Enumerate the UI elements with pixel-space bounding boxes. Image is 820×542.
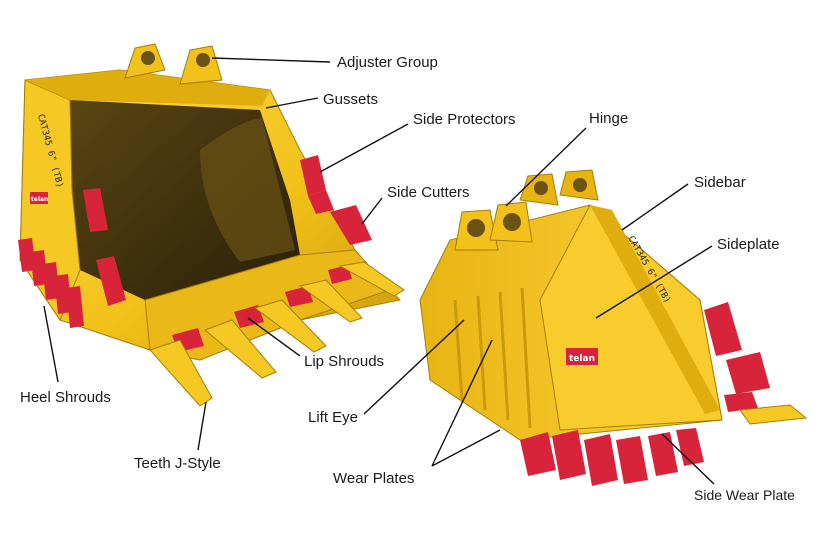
left-heel-shrouds bbox=[18, 238, 84, 328]
leader-adjuster-group bbox=[211, 57, 331, 63]
right-bottom-shrouds bbox=[520, 428, 704, 486]
leader-hinge bbox=[505, 127, 587, 207]
leader-lip-shrouds bbox=[247, 317, 301, 357]
left-brand-text: telan bbox=[31, 196, 48, 203]
leader-side-cutters bbox=[361, 197, 383, 225]
left-brand-badge bbox=[30, 192, 48, 204]
leader-side-protectors bbox=[319, 123, 409, 173]
leader-side-wear-plate bbox=[661, 433, 715, 485]
part-labels: Adjuster Group Gussets Side Protectors S… bbox=[20, 54, 795, 503]
leader-wear-plates-2 bbox=[431, 429, 501, 467]
label-wear-plates: Wear Plates bbox=[333, 470, 414, 487]
leader-sidebar bbox=[621, 183, 689, 231]
label-lip-shrouds: Lip Shrouds bbox=[304, 353, 384, 370]
left-lip-shrouds bbox=[172, 265, 352, 352]
label-side-wear-plate: Side Wear Plate bbox=[694, 487, 795, 503]
label-hinge: Hinge bbox=[589, 110, 628, 127]
adjuster-lugs bbox=[124, 43, 223, 85]
leader-gussets bbox=[265, 97, 319, 109]
right-teeth bbox=[739, 404, 808, 425]
left-teeth bbox=[149, 261, 405, 407]
label-teeth-j-style: Teeth J-Style bbox=[134, 455, 221, 472]
label-adjuster-group: Adjuster Group bbox=[337, 54, 438, 71]
label-lift-eye: Lift Eye bbox=[308, 409, 358, 426]
left-top-rim bbox=[25, 70, 270, 106]
leader-wear-plates-1 bbox=[431, 339, 493, 467]
leader-teeth-j-style bbox=[197, 401, 207, 451]
label-side-cutters: Side Cutters bbox=[387, 184, 470, 201]
leader-sideplate bbox=[595, 245, 713, 319]
right-sidebar bbox=[590, 205, 720, 414]
label-heel-shrouds: Heel Shrouds bbox=[20, 389, 111, 406]
left-side-protectors bbox=[83, 155, 372, 306]
leader-lines bbox=[43, 57, 715, 485]
leader-heel-shrouds bbox=[43, 305, 59, 383]
right-side-wear-plates bbox=[704, 302, 770, 412]
right-brand-text: telan bbox=[569, 354, 595, 364]
label-side-protectors: Side Protectors bbox=[413, 111, 516, 128]
left-bucket-illustration: telan CAT345 6" (TB) bbox=[18, 43, 405, 407]
label-sidebar: Sidebar bbox=[694, 174, 746, 191]
label-gussets: Gussets bbox=[323, 91, 378, 108]
right-brand-badge bbox=[566, 348, 598, 365]
leader-lift-eye bbox=[363, 319, 465, 415]
right-wear-strips bbox=[453, 287, 532, 429]
right-bucket-illustration: telan CAT345 6" (TB) bbox=[419, 169, 808, 486]
label-sideplate: Sideplate bbox=[717, 236, 780, 253]
right-hinge-lugs bbox=[454, 169, 599, 251]
right-sideplate-face bbox=[539, 204, 723, 431]
left-bucket-backwall bbox=[200, 118, 295, 262]
